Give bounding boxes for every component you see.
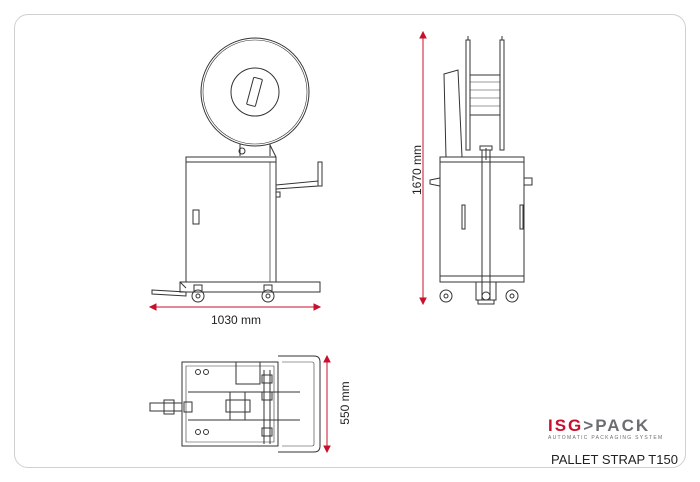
reel-flange-back — [499, 39, 505, 151]
dimension-lines — [148, 30, 427, 454]
center-column — [481, 150, 491, 300]
strap-guide — [151, 289, 187, 297]
side-wheel-right — [505, 289, 519, 303]
cabinet-handle — [192, 209, 200, 225]
front-view — [151, 37, 323, 303]
top-strap-guide — [149, 402, 183, 412]
reel-flange-front — [465, 39, 471, 151]
reel-slot — [246, 76, 263, 107]
top-rails — [188, 391, 300, 421]
wheel-right — [261, 289, 275, 303]
depth-label: 550 mm — [338, 381, 352, 425]
top-view — [149, 355, 321, 453]
reel-hub — [230, 67, 280, 117]
sheet-border — [14, 14, 686, 468]
logo-wordmark: ISG>PACK — [548, 416, 651, 435]
strap-head — [475, 281, 497, 301]
rear-arm — [443, 69, 463, 158]
side-view — [429, 36, 533, 305]
logo-tagline: AUTOMATIC PACKAGING SYSTEM — [548, 435, 664, 441]
height-label: 1670 mm — [410, 144, 424, 196]
push-handle — [278, 355, 321, 453]
brand-logo: ISG>PACK AUTOMATIC PACKAGING SYSTEM — [548, 417, 680, 441]
model-name: PALLET STRAP T150 — [551, 452, 678, 467]
width-label: 1030 mm — [211, 313, 262, 327]
base-frame — [179, 281, 321, 293]
wheel-left — [191, 289, 205, 303]
logo-arrow-icon: > — [583, 416, 596, 435]
reel-outer — [200, 37, 310, 147]
side-wheel-left — [439, 289, 453, 303]
